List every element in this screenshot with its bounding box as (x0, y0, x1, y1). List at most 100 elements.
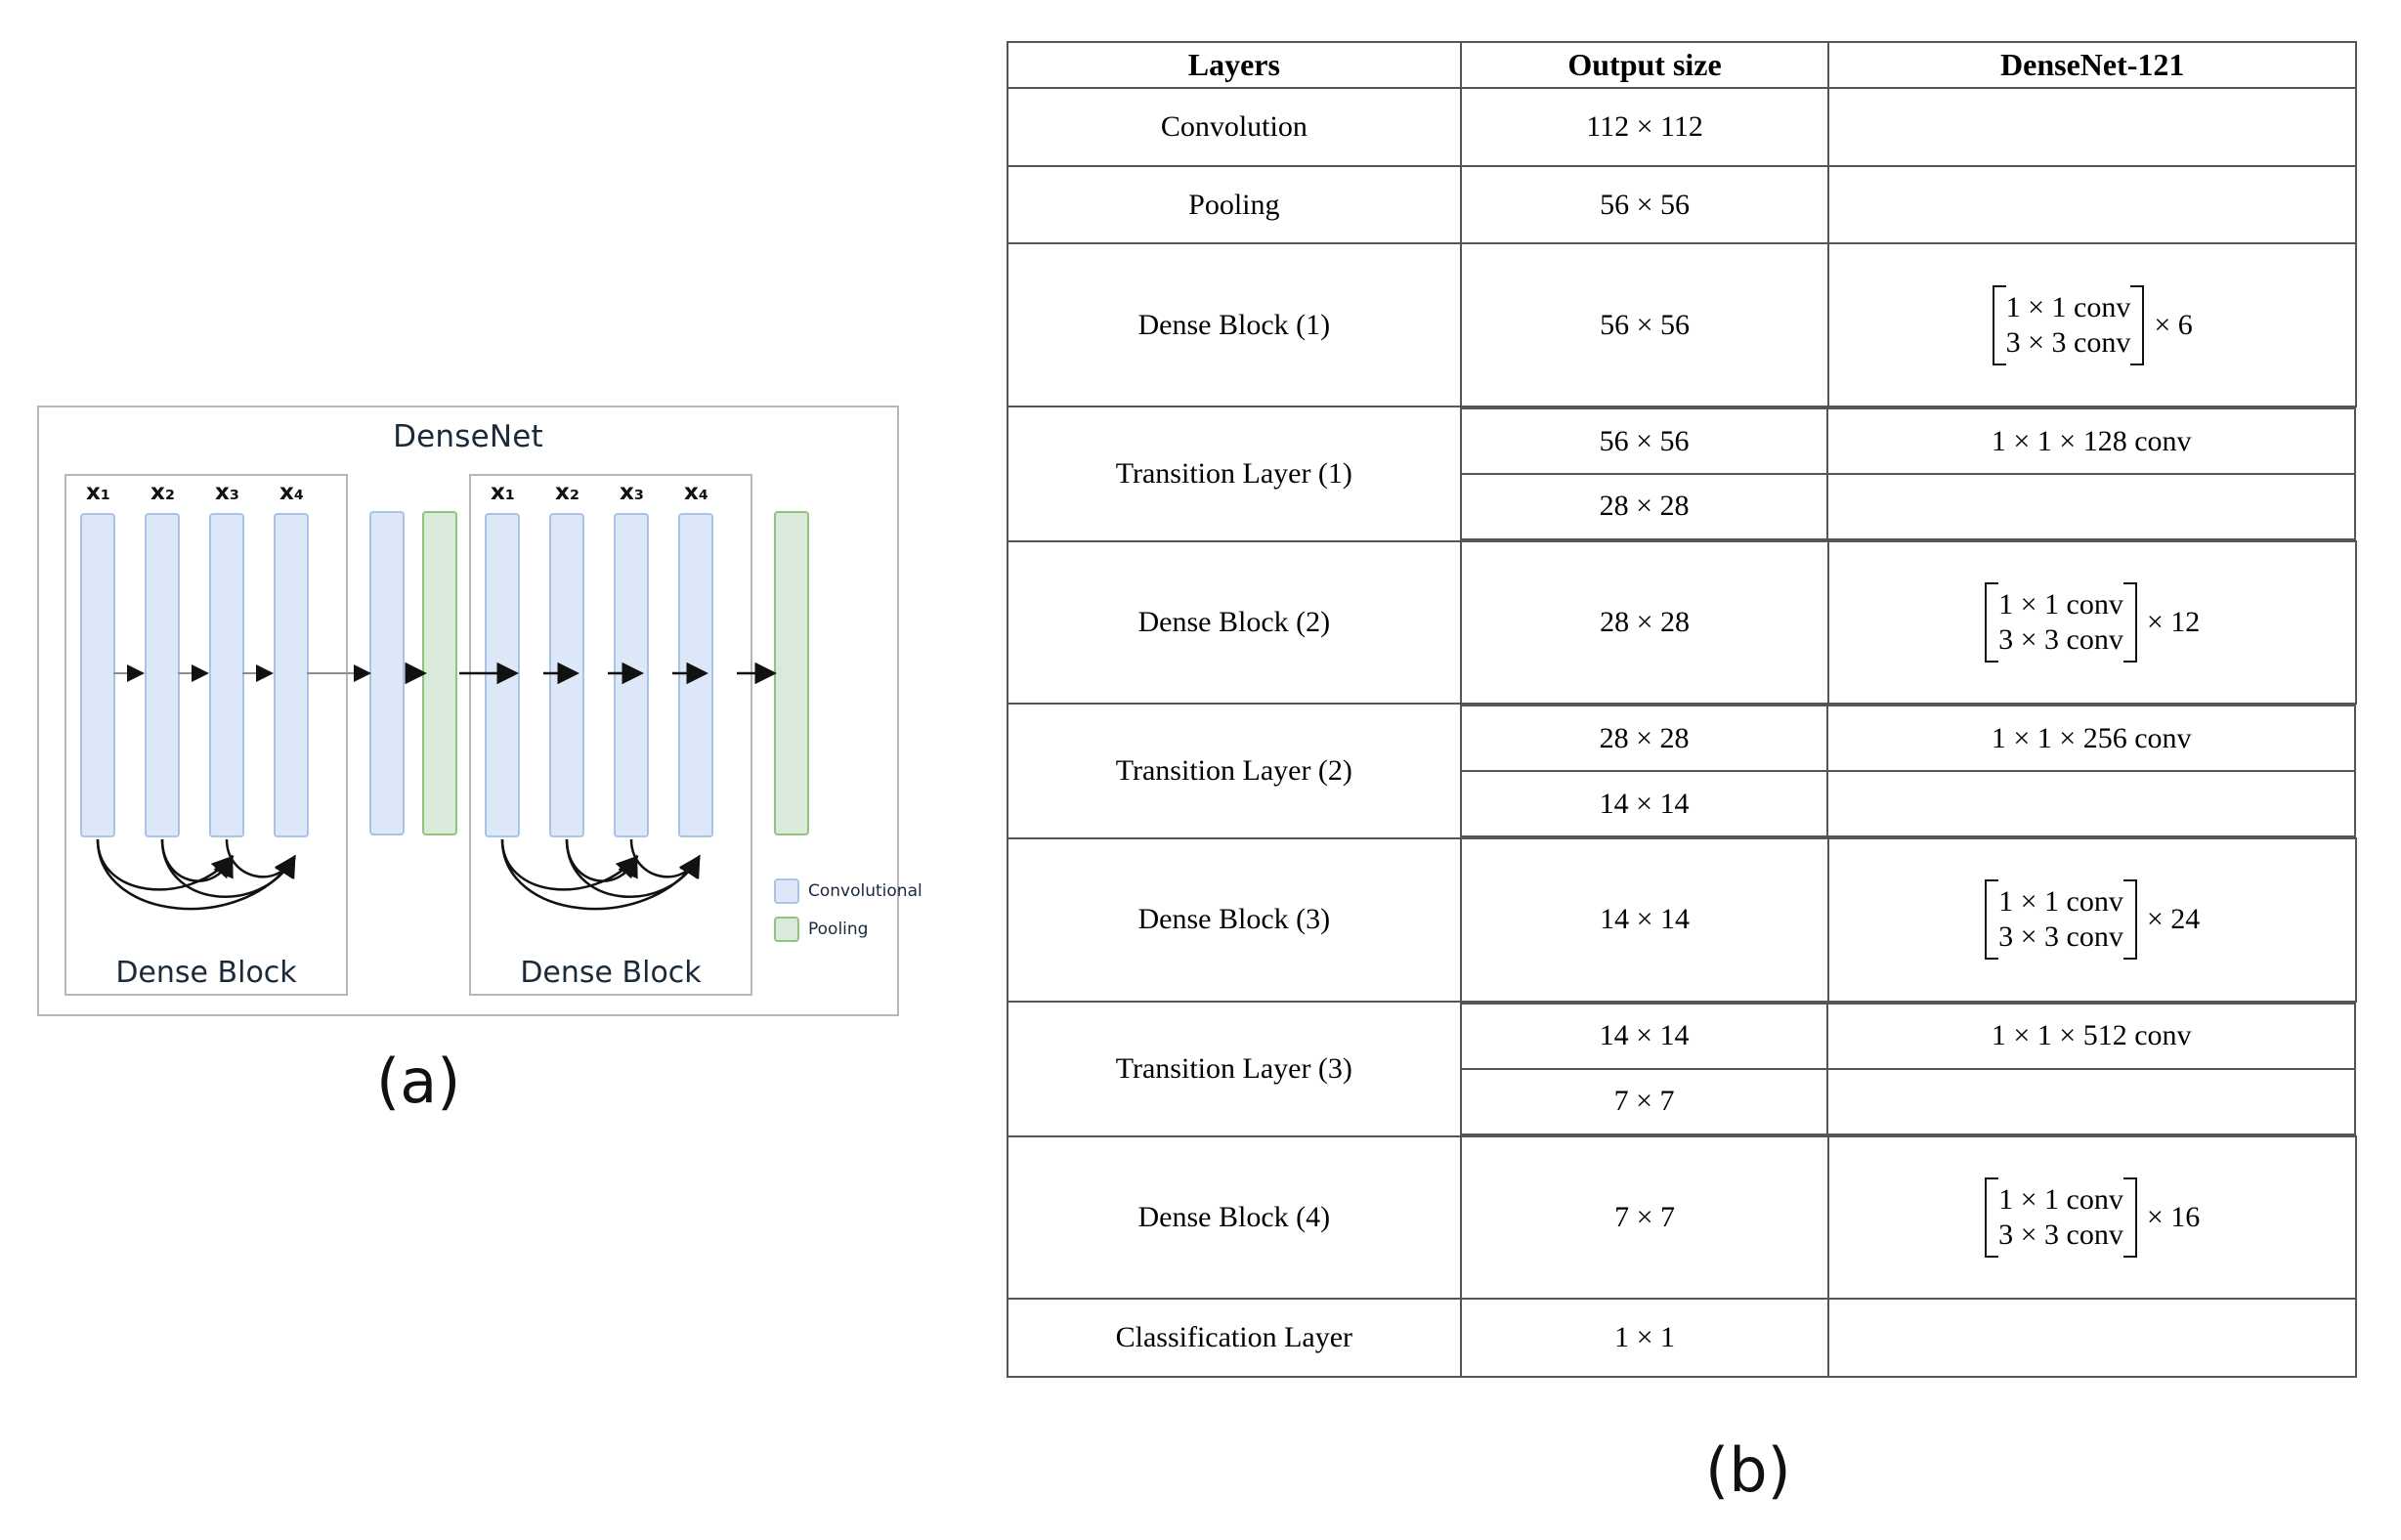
cell-detail (1827, 164, 2357, 245)
cell-detail-top: 1 × 1 × 512 conv (1828, 1002, 2356, 1070)
layer-label-x1-b2: x₁ (491, 480, 515, 505)
bracket-line-bottom: 3 × 3 conv (1998, 623, 2123, 657)
diagram-legend: Convolutional Pooling (774, 878, 922, 955)
layer-label-x4: x₄ (279, 480, 304, 505)
dense-block-2: x₁ x₂ x₃ x₄ Dense Block (469, 474, 752, 996)
cell-output: 56 × 56 (1459, 164, 1830, 245)
conv-bar-x4-b2 (678, 513, 713, 837)
layer-label-x3-b2: x₃ (620, 480, 644, 505)
conv-block-bracket: 1 × 1 conv 3 × 3 conv × 12 (1985, 582, 2200, 663)
cell-detail-split: 1 × 1 × 512 conv (1828, 1002, 2356, 1136)
cell-detail-split: 1 × 1 × 256 conv (1828, 704, 2356, 838)
legend-label-pooling: Pooling (808, 920, 869, 939)
conv-block-bracket: 1 × 1 conv 3 × 3 conv × 6 (1992, 284, 2193, 365)
densenet-title: DenseNet (393, 419, 543, 454)
bracket-stack: 1 × 1 conv 3 × 3 conv (1985, 582, 2137, 663)
legend-item-pooling: Pooling (774, 917, 901, 942)
bracket-line-top: 1 × 1 conv (1998, 1182, 2123, 1216)
column-header-densenet121: DenseNet-121 (1827, 41, 2357, 89)
cell-output-top: 28 × 28 (1461, 705, 1829, 773)
table-row: Pooling 56 × 56 (1007, 164, 2357, 245)
cell-layer: Dense Block (2) (1007, 539, 1462, 706)
bracket-multiplier: × 24 (2146, 903, 2201, 936)
table-row: Transition Layer (1) 56 × 56 28 × 28 1 ×… (1007, 406, 2356, 542)
panel-b-table: Layers Output size DenseNet-121 Convolut… (1007, 41, 2357, 1378)
cell-layer: Dense Block (3) (1007, 837, 1462, 1003)
layer-label-x1: x₁ (86, 480, 110, 505)
table-row: Dense Block (4) 7 × 7 1 × 1 conv 3 × 3 c… (1007, 1134, 2357, 1301)
conv-bar-x1 (80, 513, 115, 837)
cell-output-split: 56 × 56 28 × 28 (1461, 406, 1829, 541)
cell-detail: 1 × 1 conv 3 × 3 conv × 16 (1827, 1134, 2357, 1301)
table-row: Transition Layer (2) 28 × 28 14 × 14 1 ×… (1007, 703, 2356, 840)
cell-output-bottom: 7 × 7 (1461, 1069, 1829, 1135)
bracket-stack: 1 × 1 conv 3 × 3 conv (1985, 1176, 2137, 1258)
bracket-line-bottom: 3 × 3 conv (1998, 920, 2123, 954)
bracket-line-top: 1 × 1 conv (1998, 885, 2123, 919)
cell-detail-bottom (1828, 1069, 2356, 1135)
bracket-line-bottom: 3 × 3 conv (1998, 1218, 2123, 1251)
bracket-multiplier: × 6 (2154, 308, 2193, 341)
table-row: Dense Block (1) 56 × 56 1 × 1 conv 3 × 3… (1007, 242, 2357, 408)
bracket-line-top: 1 × 1 conv (1998, 588, 2123, 621)
densenet121-architecture-table: Layers Output size DenseNet-121 Convolut… (1007, 41, 2357, 1378)
layer-label-x2-b2: x₂ (555, 480, 579, 505)
cell-detail (1827, 87, 2357, 167)
cell-detail-top: 1 × 1 × 128 conv (1828, 407, 2356, 475)
legend-swatch-pooling (774, 917, 799, 942)
dense-block-2-caption: Dense Block (520, 956, 702, 990)
transition-pool-bar (422, 511, 457, 835)
cell-layer: Classification Layer (1007, 1298, 1462, 1378)
cell-output: 112 × 112 (1459, 87, 1830, 167)
conv-bar-x4 (274, 513, 309, 837)
bracket-multiplier: × 12 (2146, 606, 2201, 639)
table-row: Dense Block (3) 14 × 14 1 × 1 conv 3 × 3… (1007, 837, 2357, 1003)
cell-output: 7 × 7 (1459, 1134, 1830, 1301)
cell-output-bottom: 14 × 14 (1461, 772, 1829, 838)
table-row: Dense Block (2) 28 × 28 1 × 1 conv 3 × 3… (1007, 539, 2357, 706)
layer-label-x3: x₃ (215, 480, 239, 505)
panel-a-diagram: DenseNet x₁ x₂ x₃ x₄ (0, 0, 977, 1540)
legend-swatch-convolutional (774, 878, 799, 904)
layer-label-x4-b2: x₄ (684, 480, 708, 505)
cell-layer: Transition Layer (3) (1007, 1000, 1462, 1137)
transition-conv-bar (369, 511, 405, 835)
cell-layer: Transition Layer (2) (1007, 703, 1462, 840)
bracket-stack: 1 × 1 conv 3 × 3 conv (1992, 284, 2145, 365)
conv-bar-x3 (209, 513, 244, 837)
table-row: Convolution 112 × 112 (1007, 87, 2357, 167)
cell-output: 1 × 1 (1459, 1298, 1830, 1378)
bracket-line-top: 1 × 1 conv (2005, 290, 2131, 323)
bracket-line-bottom: 3 × 3 conv (2005, 325, 2131, 359)
cell-output: 56 × 56 (1459, 242, 1830, 408)
conv-block-bracket: 1 × 1 conv 3 × 3 conv × 24 (1985, 879, 2201, 961)
subfigure-caption-b: (b) (1705, 1434, 1791, 1506)
cell-output: 28 × 28 (1459, 539, 1830, 706)
cell-layer: Convolution (1007, 87, 1462, 167)
conv-bar-x1-b2 (485, 513, 520, 837)
layer-label-x2: x₂ (150, 480, 175, 505)
cell-detail-split: 1 × 1 × 128 conv (1828, 406, 2356, 541)
conv-block-bracket: 1 × 1 conv 3 × 3 conv × 16 (1985, 1176, 2200, 1258)
conv-bar-x2-b2 (549, 513, 584, 837)
legend-label-convolutional: Convolutional (808, 881, 922, 901)
cell-detail-bottom (1828, 772, 2356, 838)
cell-detail: 1 × 1 conv 3 × 3 conv × 6 (1827, 242, 2357, 408)
cell-layer: Pooling (1007, 164, 1462, 245)
cell-detail: 1 × 1 conv 3 × 3 conv × 12 (1827, 539, 2357, 706)
subfigure-caption-a: (a) (376, 1046, 461, 1117)
table-row: Transition Layer (3) 14 × 14 7 × 7 1 × 1… (1007, 1000, 2356, 1137)
cell-detail-top: 1 × 1 × 256 conv (1828, 705, 2356, 773)
conv-bar-x3-b2 (614, 513, 649, 837)
conv-bar-x2 (145, 513, 180, 837)
cell-output-split: 28 × 28 14 × 14 (1461, 704, 1829, 838)
cell-detail-bottom (1828, 474, 2356, 540)
cell-output-split: 14 × 14 7 × 7 (1461, 1002, 1829, 1136)
cell-layer: Dense Block (4) (1007, 1134, 1462, 1301)
legend-item-convolutional: Convolutional (774, 878, 922, 904)
cell-output-top: 14 × 14 (1461, 1002, 1829, 1070)
cell-layer: Dense Block (1) (1007, 242, 1462, 408)
column-header-layers: Layers (1007, 41, 1462, 89)
bracket-stack: 1 × 1 conv 3 × 3 conv (1985, 879, 2137, 961)
table-header-row: Layers Output size DenseNet-121 (1007, 41, 2357, 89)
